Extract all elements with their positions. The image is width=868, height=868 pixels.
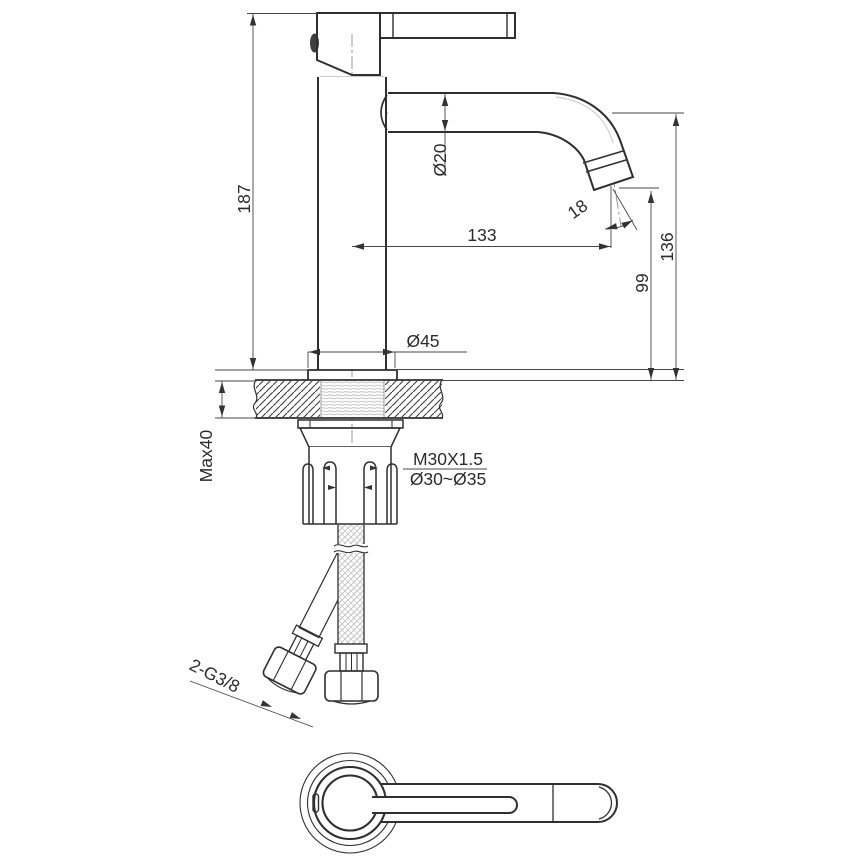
body-column-fill <box>318 77 386 370</box>
deck-break-left <box>252 379 258 419</box>
dim-label-spout-od: Ø20 <box>430 143 450 176</box>
angled-ferrule-ribs <box>293 637 309 658</box>
deck-section <box>252 379 444 419</box>
spout-root-arc <box>380 94 388 131</box>
body-column <box>317 77 387 370</box>
spout-outline <box>388 92 635 192</box>
angled-nut-facets <box>272 651 307 690</box>
deck-break-right <box>438 379 444 419</box>
deck-hatch-left <box>256 381 320 417</box>
dim-label-mount-thread: M30X1.5 <box>413 449 483 469</box>
dim-label-base-od: Ø45 <box>406 331 439 351</box>
vertical-ferrule-ribs <box>345 653 358 671</box>
vertical-hose-edges <box>337 553 365 644</box>
mounting-hardware <box>297 419 404 525</box>
dim-label-outlet-clearance: 99 <box>632 273 652 292</box>
spout-fill <box>388 93 633 190</box>
bore-key-notch <box>312 793 320 813</box>
washer-ticks <box>309 420 393 428</box>
lever-joint-lines <box>392 13 508 38</box>
arrowheads <box>218 14 680 719</box>
faucet-head <box>316 12 381 76</box>
dim-label-spout-angle: 18 <box>564 195 591 223</box>
nut-tab-right <box>386 463 398 524</box>
handle-lever <box>379 12 516 39</box>
pipe-break-bottom <box>333 550 369 554</box>
base-plate <box>307 369 398 380</box>
vertical-nut-bottom <box>332 700 371 705</box>
pipe-stub-fill <box>338 525 364 545</box>
pipe-stub-edges <box>337 525 365 544</box>
shank-thread <box>321 381 384 417</box>
deck-surfaces <box>255 379 443 419</box>
angle-extension-line <box>612 188 638 231</box>
nut-fill <box>303 447 397 524</box>
spout-inner-shading <box>555 96 614 144</box>
vertical-hose-braid <box>338 553 364 644</box>
clamp-range-arrows <box>322 465 378 490</box>
front-view <box>307 12 635 380</box>
pipe-break-gap <box>333 544 369 553</box>
dimension-labels: 187 Ø20 18 133 99 136 Ø45 Max40 M30X1.5 … <box>186 143 677 697</box>
angled-nut-bottom <box>266 677 298 694</box>
extension-lines <box>215 13 684 419</box>
pipe-break-top <box>333 544 369 548</box>
dim-label-hole-range: Ø30~Ø35 <box>410 469 486 489</box>
mount-washer <box>297 419 404 429</box>
lever-slot <box>372 796 518 814</box>
vertical-nut-facets <box>340 671 363 701</box>
nut-prong-right <box>363 461 377 524</box>
vertical-hose-nut <box>324 670 379 702</box>
shank-edges <box>320 381 385 417</box>
dim-label-spout-height: 136 <box>657 232 677 261</box>
nut-shoulder <box>298 427 402 448</box>
top-view <box>299 752 618 854</box>
dim-label-max-thickness: Max40 <box>196 429 216 482</box>
dim-label-overall-height: 187 <box>234 184 254 213</box>
lever-end-cap-arc <box>598 786 613 820</box>
supply-hoses <box>262 525 379 705</box>
vertical-hose-collar <box>334 643 368 654</box>
deck-hatch-right <box>385 381 442 417</box>
handle-bore-circle <box>321 774 379 832</box>
angled-hose-nut <box>262 646 317 695</box>
aerator-band <box>582 150 627 173</box>
nut-sides <box>308 447 392 524</box>
lever-slot-fill <box>372 797 517 813</box>
nut-prong-left <box>323 461 337 524</box>
nut-tab-left <box>302 463 314 524</box>
dim-label-spout-reach: 133 <box>467 225 496 245</box>
hose-leader-line <box>189 680 314 728</box>
lever-plan-outline <box>380 783 618 823</box>
